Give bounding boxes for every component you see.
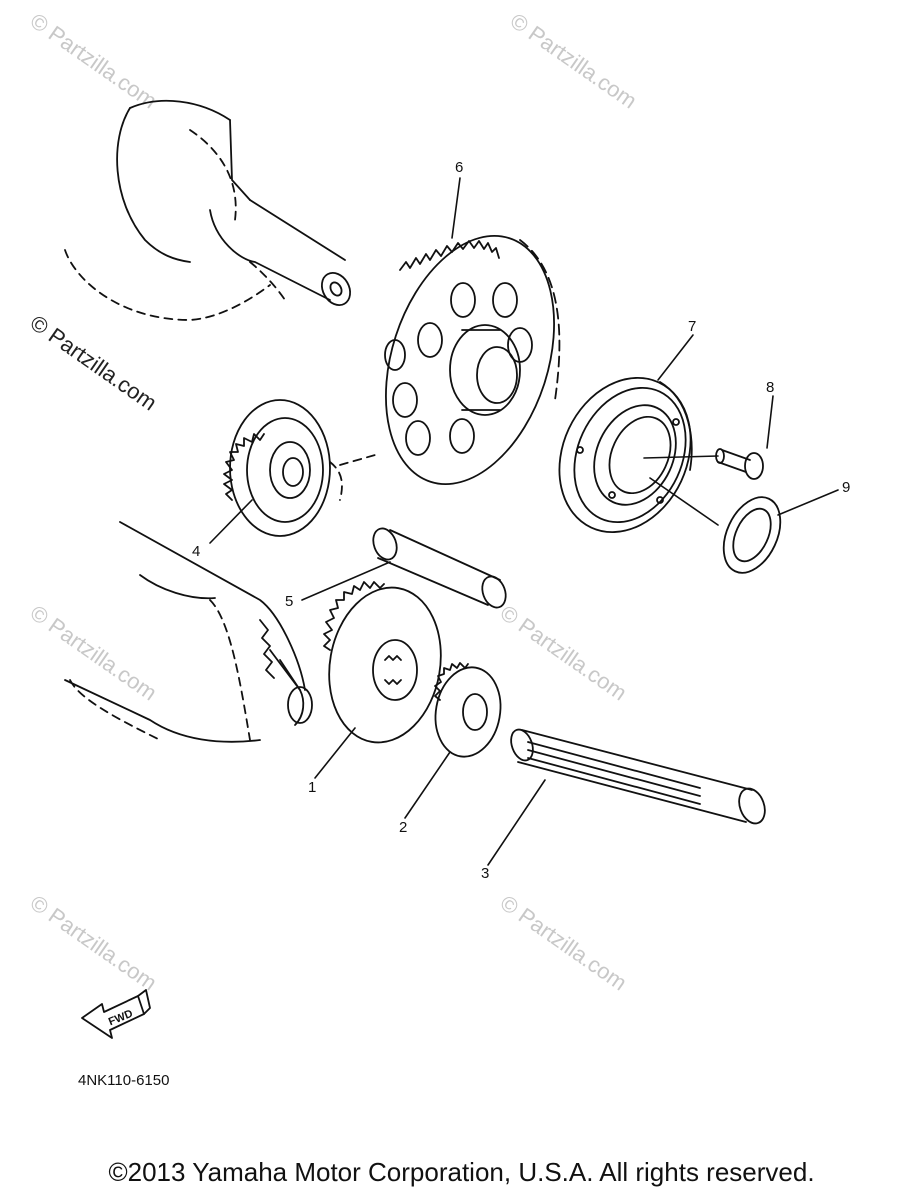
crankshaft-outline <box>64 99 352 321</box>
callout-4: 4 <box>192 543 200 560</box>
part-2-small-gear <box>434 662 502 758</box>
callout-7: 7 <box>688 318 696 335</box>
fwd-arrow-icon <box>81 989 151 1039</box>
part-4-gear <box>223 399 376 537</box>
lower-shaft-outline <box>64 521 313 743</box>
callout-labels: 6 7 8 9 4 5 1 2 3 FWD <box>107 159 850 1028</box>
callout-1: 1 <box>308 779 316 796</box>
copyright-notice: ©2013 Yamaha Motor Corporation, U.S.A. A… <box>108 1157 815 1187</box>
part-3-splined-shaft <box>510 728 766 825</box>
part-5-shaft <box>372 527 507 609</box>
part-7-clutch <box>558 377 693 533</box>
callout-8: 8 <box>766 379 774 396</box>
part-9-washer <box>722 496 782 574</box>
part-code: 4NK110-6150 <box>78 1072 170 1089</box>
leader-lines <box>209 177 839 866</box>
part-8-bolt <box>715 448 764 480</box>
part-1-gear <box>323 581 442 744</box>
callout-9: 9 <box>842 479 850 496</box>
callout-3: 3 <box>481 865 489 882</box>
callout-6: 6 <box>455 159 463 176</box>
callout-2: 2 <box>399 819 407 836</box>
part-6-large-gear <box>384 235 561 485</box>
callout-5: 5 <box>285 593 293 610</box>
